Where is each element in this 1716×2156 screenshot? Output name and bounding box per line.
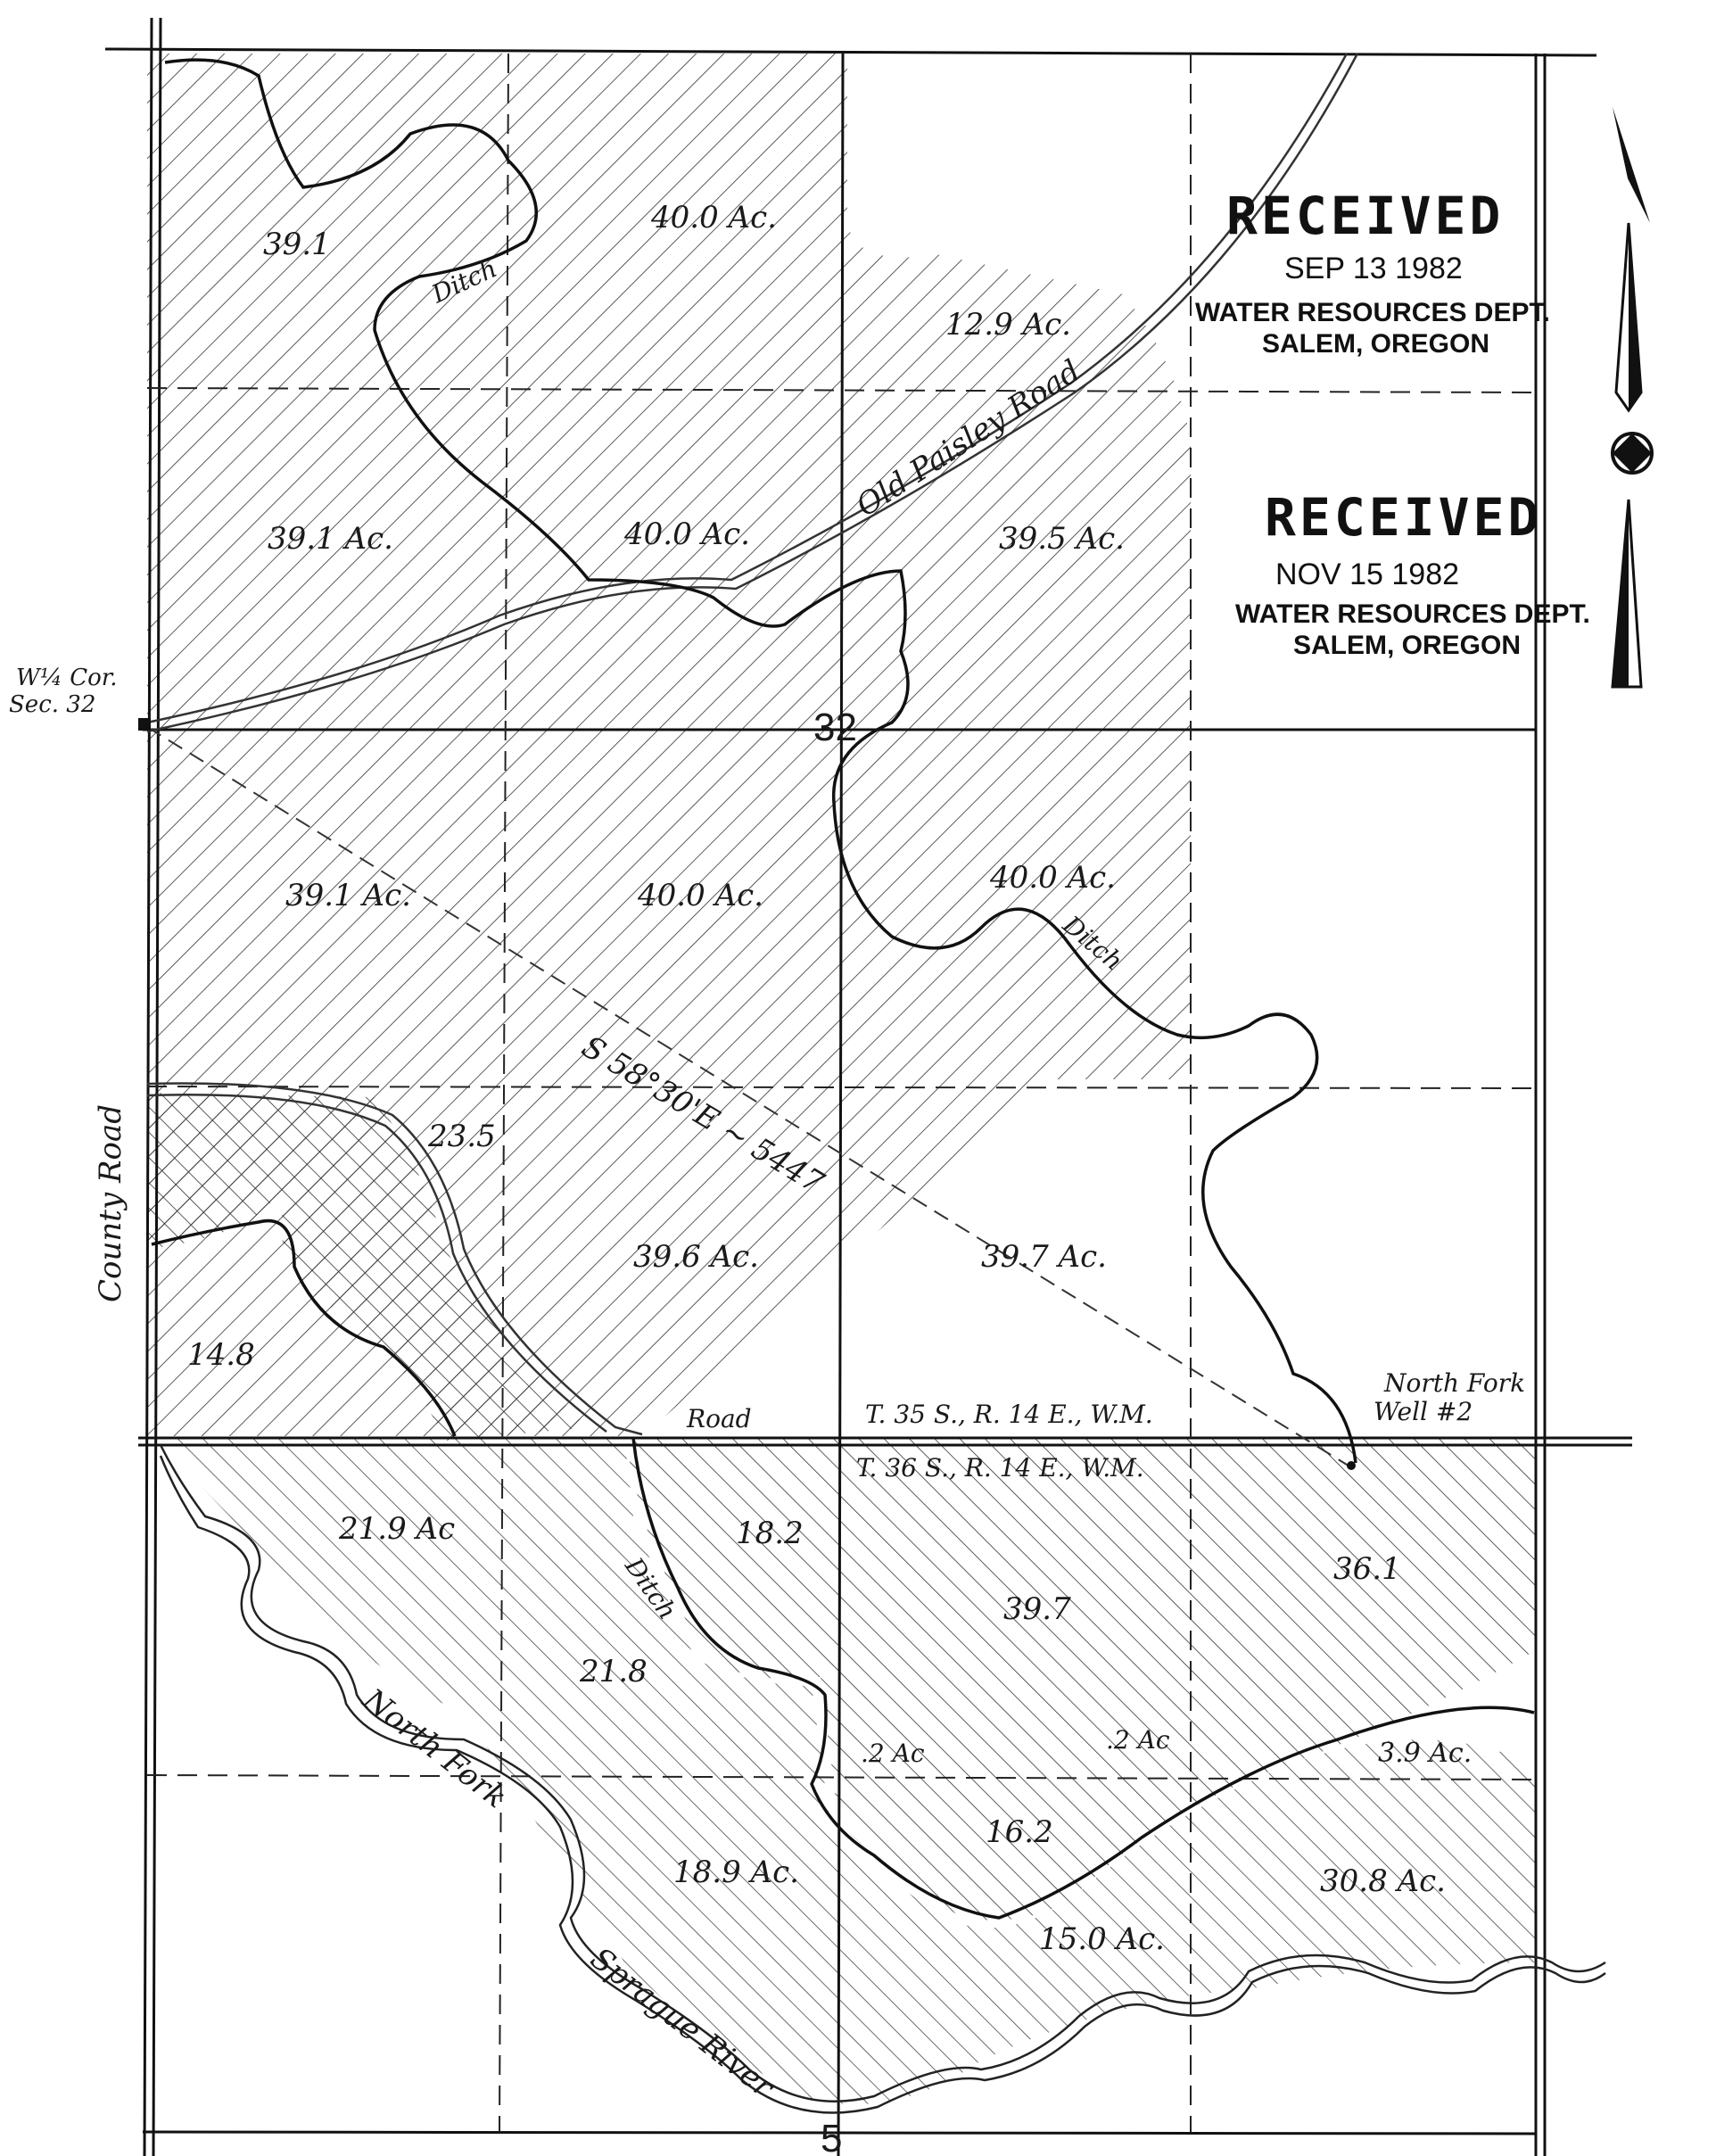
acreage-label: 14.8 bbox=[187, 1337, 255, 1373]
acreage-label: 39.7 Ac. bbox=[981, 1239, 1107, 1275]
bearing-line bbox=[146, 726, 1352, 1468]
corner-label: W¼ Cor. bbox=[16, 665, 118, 691]
acreage-label: 39.1 Ac. bbox=[285, 878, 411, 913]
road-label: Road bbox=[686, 1404, 752, 1433]
stamp-date: SEP 13 1982 bbox=[1284, 252, 1463, 285]
acreage-label: 39.1 Ac. bbox=[268, 521, 393, 557]
acreage-label: 3.9 Ac. bbox=[1378, 1738, 1472, 1769]
old-paisley-road bbox=[146, 53, 1359, 733]
corner-marker bbox=[138, 718, 151, 731]
acreage-label: .2 Ac bbox=[861, 1739, 925, 1768]
acreage-label: 39.6 Ac. bbox=[633, 1239, 759, 1275]
acreage-label: 23.5 bbox=[427, 1119, 496, 1154]
acreage-label: 12.9 Ac. bbox=[945, 307, 1071, 343]
acreage-label: 40.0 Ac. bbox=[637, 878, 763, 913]
acreage-label: 39.7 bbox=[1003, 1591, 1071, 1627]
well-label: North Fork bbox=[1383, 1368, 1525, 1398]
stamp-dept: WATER RESOURCES DEPT. bbox=[1235, 599, 1590, 629]
received-stamp-1: RECEIVED SEP 13 1982 WATER RESOURCES DEP… bbox=[1195, 186, 1550, 359]
acreage-label: 39.1 bbox=[263, 227, 331, 262]
acreage-label: 16.2 bbox=[986, 1814, 1053, 1850]
corner-label: Sec. 32 bbox=[9, 691, 95, 718]
acreage-label: 18.2 bbox=[736, 1516, 804, 1551]
well-label: Well #2 bbox=[1374, 1397, 1473, 1426]
township-label: T. 36 S., R. 14 E., W.M. bbox=[856, 1453, 1144, 1483]
acreage-label: 21.8 bbox=[579, 1654, 648, 1689]
acreage-label: 30.8 Ac. bbox=[1320, 1863, 1446, 1899]
stamp-city: SALEM, OREGON bbox=[1262, 329, 1489, 359]
irrigated-area-south bbox=[161, 1438, 1536, 2104]
stamp-city: SALEM, OREGON bbox=[1293, 631, 1521, 660]
acreage-label: 40.0 Ac. bbox=[623, 516, 750, 552]
north-fork-sprague-river bbox=[159, 1444, 1606, 2114]
acreage-label: 40.0 Ac. bbox=[989, 860, 1116, 896]
acreage-label: 15.0 Ac. bbox=[1039, 1921, 1165, 1957]
township-label: T. 35 S., R. 14 E., W.M. bbox=[865, 1400, 1153, 1429]
section-label: 32 bbox=[813, 706, 857, 749]
stamp-date: NOV 15 1982 bbox=[1275, 558, 1459, 591]
acreage-label: 39.5 Ac. bbox=[999, 521, 1125, 557]
acreage-label: 36.1 bbox=[1333, 1551, 1401, 1587]
acreage-label: 40.0 Ac. bbox=[650, 200, 777, 235]
cross-hatched-area bbox=[147, 1093, 589, 1441]
irrigated-area-north bbox=[147, 54, 1192, 1436]
well-marker bbox=[1347, 1461, 1356, 1470]
received-stamp-2: RECEIVED NOV 15 1982 WATER RESOURCES DEP… bbox=[1235, 487, 1590, 660]
acreage-label: .2 Ac bbox=[1106, 1725, 1170, 1755]
stamp-title: RECEIVED bbox=[1265, 487, 1542, 548]
acreage-label: 21.9 Ac bbox=[338, 1511, 455, 1547]
acreage-label: 18.9 Ac. bbox=[673, 1854, 799, 1890]
ditch-lines bbox=[151, 58, 1535, 1920]
section-label: 5 bbox=[821, 2117, 842, 2156]
county-road bbox=[146, 1082, 643, 1436]
north-arrow-icon bbox=[1611, 107, 1654, 689]
stamp-dept: WATER RESOURCES DEPT. bbox=[1195, 298, 1550, 327]
road-label: County Road bbox=[93, 1104, 128, 1302]
stamp-title: RECEIVED bbox=[1226, 186, 1504, 246]
